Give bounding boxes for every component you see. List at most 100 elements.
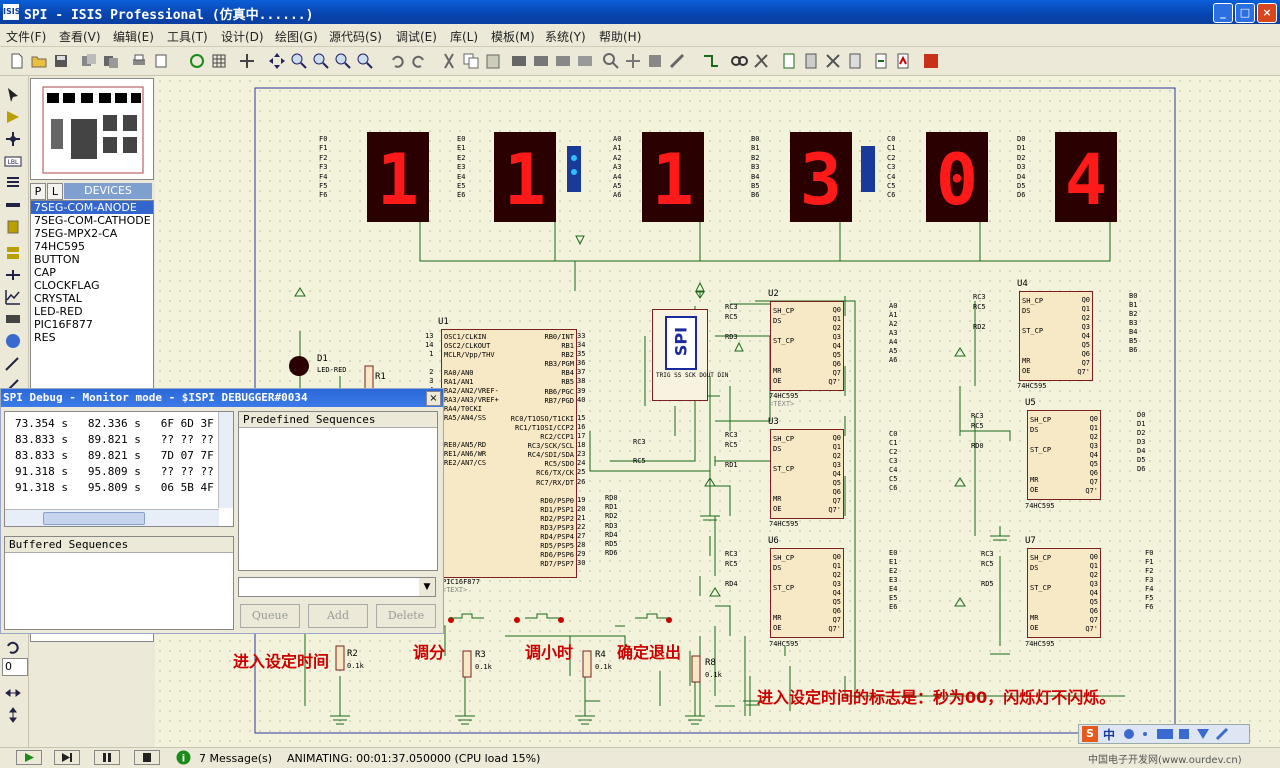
monitor-log-pane[interactable]: 73.354 s 82.336 s 6F 6D 3F 83.833 s 89.8… [4, 411, 234, 527]
log-row[interactable]: 91.318 s 95.809 s ?? ?? ?? [15, 465, 214, 478]
device-item[interactable]: 7SEG-COM-ANODE [31, 201, 153, 214]
menu-design[interactable]: 设计(D) [221, 30, 264, 44]
menu-source[interactable]: 源代码(S) [329, 30, 382, 44]
wire-label-icon[interactable]: LBL [4, 152, 22, 170]
device-item[interactable]: BUTTON [34, 253, 80, 266]
block-delete-icon[interactable] [576, 52, 594, 70]
export-icon[interactable] [102, 52, 120, 70]
origin-icon[interactable] [238, 52, 256, 70]
spi-debug-window[interactable]: SPI Debug - Monitor mode - $ISPI DEBUGGE… [0, 388, 444, 634]
junction-dot-icon[interactable] [4, 130, 22, 148]
scrollbar-thumb[interactable] [43, 512, 145, 525]
undo-icon[interactable] [388, 52, 406, 70]
redo-icon[interactable] [410, 52, 428, 70]
property-assignment-icon[interactable] [752, 52, 770, 70]
menu-debug[interactable]: 调试(E) [396, 30, 437, 44]
netlist-icon[interactable] [894, 52, 912, 70]
close-button[interactable]: × [1257, 3, 1277, 23]
pick-device-tab[interactable]: P [30, 183, 46, 200]
log-row[interactable]: 83.833 s 89.821 s 7D 07 7F [15, 449, 214, 462]
bus-icon[interactable] [4, 196, 22, 214]
zoom-all-icon[interactable] [334, 52, 352, 70]
predefined-sequences-pane[interactable]: Predefined Sequences [238, 411, 438, 571]
zoom-out-icon[interactable] [312, 52, 330, 70]
device-item[interactable]: RES [34, 331, 56, 344]
exit-to-parent-icon[interactable] [824, 52, 842, 70]
save-icon[interactable] [52, 52, 70, 70]
decompose-icon[interactable] [668, 52, 686, 70]
pause-icon[interactable] [94, 750, 120, 765]
generator-icon[interactable] [4, 332, 22, 350]
zoom-area-icon[interactable] [356, 52, 374, 70]
subcircuit-icon[interactable] [4, 218, 22, 236]
menu-help[interactable]: 帮助(H) [599, 30, 642, 44]
device-item[interactable]: 7SEG-MPX2-CA [34, 227, 118, 240]
sequence-select[interactable]: ▼ [238, 577, 436, 597]
tape-recorder-icon[interactable] [4, 310, 22, 328]
step-icon[interactable] [54, 750, 80, 765]
menu-library[interactable]: 库(L) [450, 30, 479, 44]
rotation-input[interactable]: 0 [2, 658, 28, 676]
electrical-rule-check-icon[interactable] [872, 52, 890, 70]
block-copy-icon[interactable] [510, 52, 528, 70]
menu-edit[interactable]: 编辑(E) [113, 30, 154, 44]
ares-icon[interactable] [922, 52, 940, 70]
log-row[interactable]: 91.318 s 95.809 s 06 5B 4F [15, 481, 214, 494]
pick-device-icon[interactable] [602, 52, 620, 70]
selection-mode-icon[interactable] [4, 86, 22, 104]
device-item[interactable]: CRYSTAL [34, 292, 82, 305]
spi-debug-close-button[interactable]: × [426, 391, 441, 406]
horizontal-scrollbar[interactable] [5, 509, 219, 526]
menu-graph[interactable]: 绘图(G) [275, 30, 318, 44]
rotate-ccw-icon[interactable] [4, 638, 22, 656]
ime-toolbar[interactable]: S 中 [1078, 724, 1250, 744]
menu-tools[interactable]: 工具(T) [167, 30, 208, 44]
wire-autorouter-icon[interactable] [702, 52, 720, 70]
new-sheet-icon[interactable] [780, 52, 798, 70]
ime-tool-icons[interactable] [1123, 727, 1243, 741]
remove-sheet-icon[interactable] [802, 52, 820, 70]
zoom-in-icon[interactable] [290, 52, 308, 70]
device-item[interactable]: 7SEG-COM-CATHODE [34, 214, 151, 227]
menu-template[interactable]: 模板(M) [491, 30, 535, 44]
refresh-icon[interactable] [188, 52, 206, 70]
menu-system[interactable]: 系统(Y) [545, 30, 586, 44]
text-script-icon[interactable] [4, 174, 22, 192]
vertical-scrollbar[interactable] [218, 412, 233, 508]
import-icon[interactable] [80, 52, 98, 70]
new-file-icon[interactable] [8, 52, 26, 70]
graph-icon[interactable] [4, 288, 22, 306]
library-tab[interactable]: L [47, 183, 63, 200]
print-icon[interactable] [130, 52, 148, 70]
block-rotate-icon[interactable] [554, 52, 572, 70]
mirror-horizontal-icon[interactable] [4, 684, 22, 702]
add-button[interactable]: Add [308, 604, 368, 628]
cut-icon[interactable] [440, 52, 458, 70]
maximize-button[interactable]: □ [1235, 3, 1255, 23]
device-pins-icon[interactable] [4, 266, 22, 284]
menu-view[interactable]: 查看(V) [59, 30, 101, 44]
paste-icon[interactable] [484, 52, 502, 70]
play-icon[interactable] [16, 750, 42, 765]
grid-icon[interactable] [210, 52, 228, 70]
search-tag-icon[interactable] [730, 52, 748, 70]
copy-icon[interactable] [462, 52, 480, 70]
stop-icon[interactable] [134, 750, 160, 765]
make-device-icon[interactable] [624, 52, 642, 70]
queue-button[interactable]: Queue [240, 604, 300, 628]
device-item[interactable]: CLOCKFLAG [34, 279, 100, 292]
overview-preview[interactable] [30, 78, 154, 180]
chevron-down-icon[interactable]: ▼ [419, 578, 435, 596]
print-area-icon[interactable] [152, 52, 170, 70]
log-row[interactable]: 83.833 s 89.821 s ?? ?? ?? [15, 433, 214, 446]
open-folder-icon[interactable] [30, 52, 48, 70]
device-item[interactable]: LED-RED [34, 305, 83, 318]
device-item[interactable]: 74HC595 [34, 240, 85, 253]
